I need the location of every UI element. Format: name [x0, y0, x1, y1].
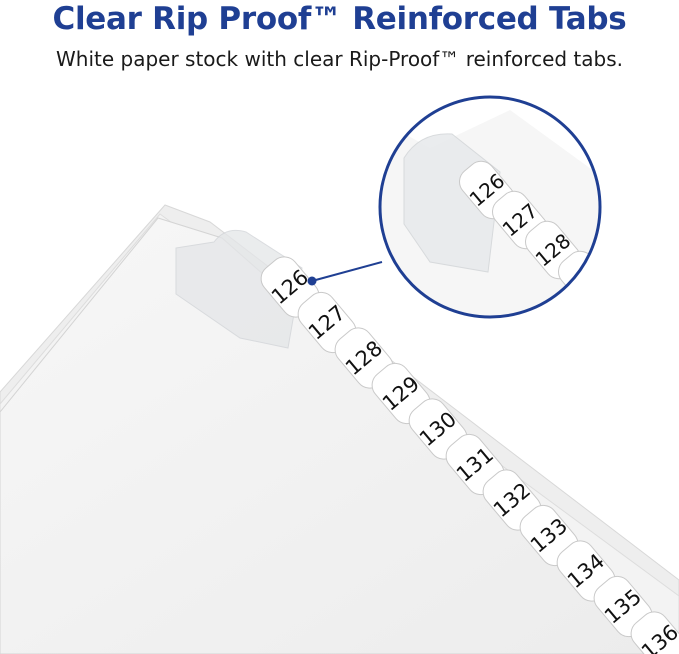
headline: Clear Rip Proof™ Reinforced Tabs — [52, 1, 627, 37]
clear-reinforcement — [175, 229, 303, 349]
callout-dot — [307, 276, 317, 286]
tab-136: 136 — [630, 611, 679, 654]
callout-line — [311, 261, 383, 282]
subheadline: White paper stock with clear Rip-Proof™ … — [56, 47, 623, 71]
divider-stack — [0, 204, 679, 654]
front-divider-sheet — [0, 217, 679, 654]
